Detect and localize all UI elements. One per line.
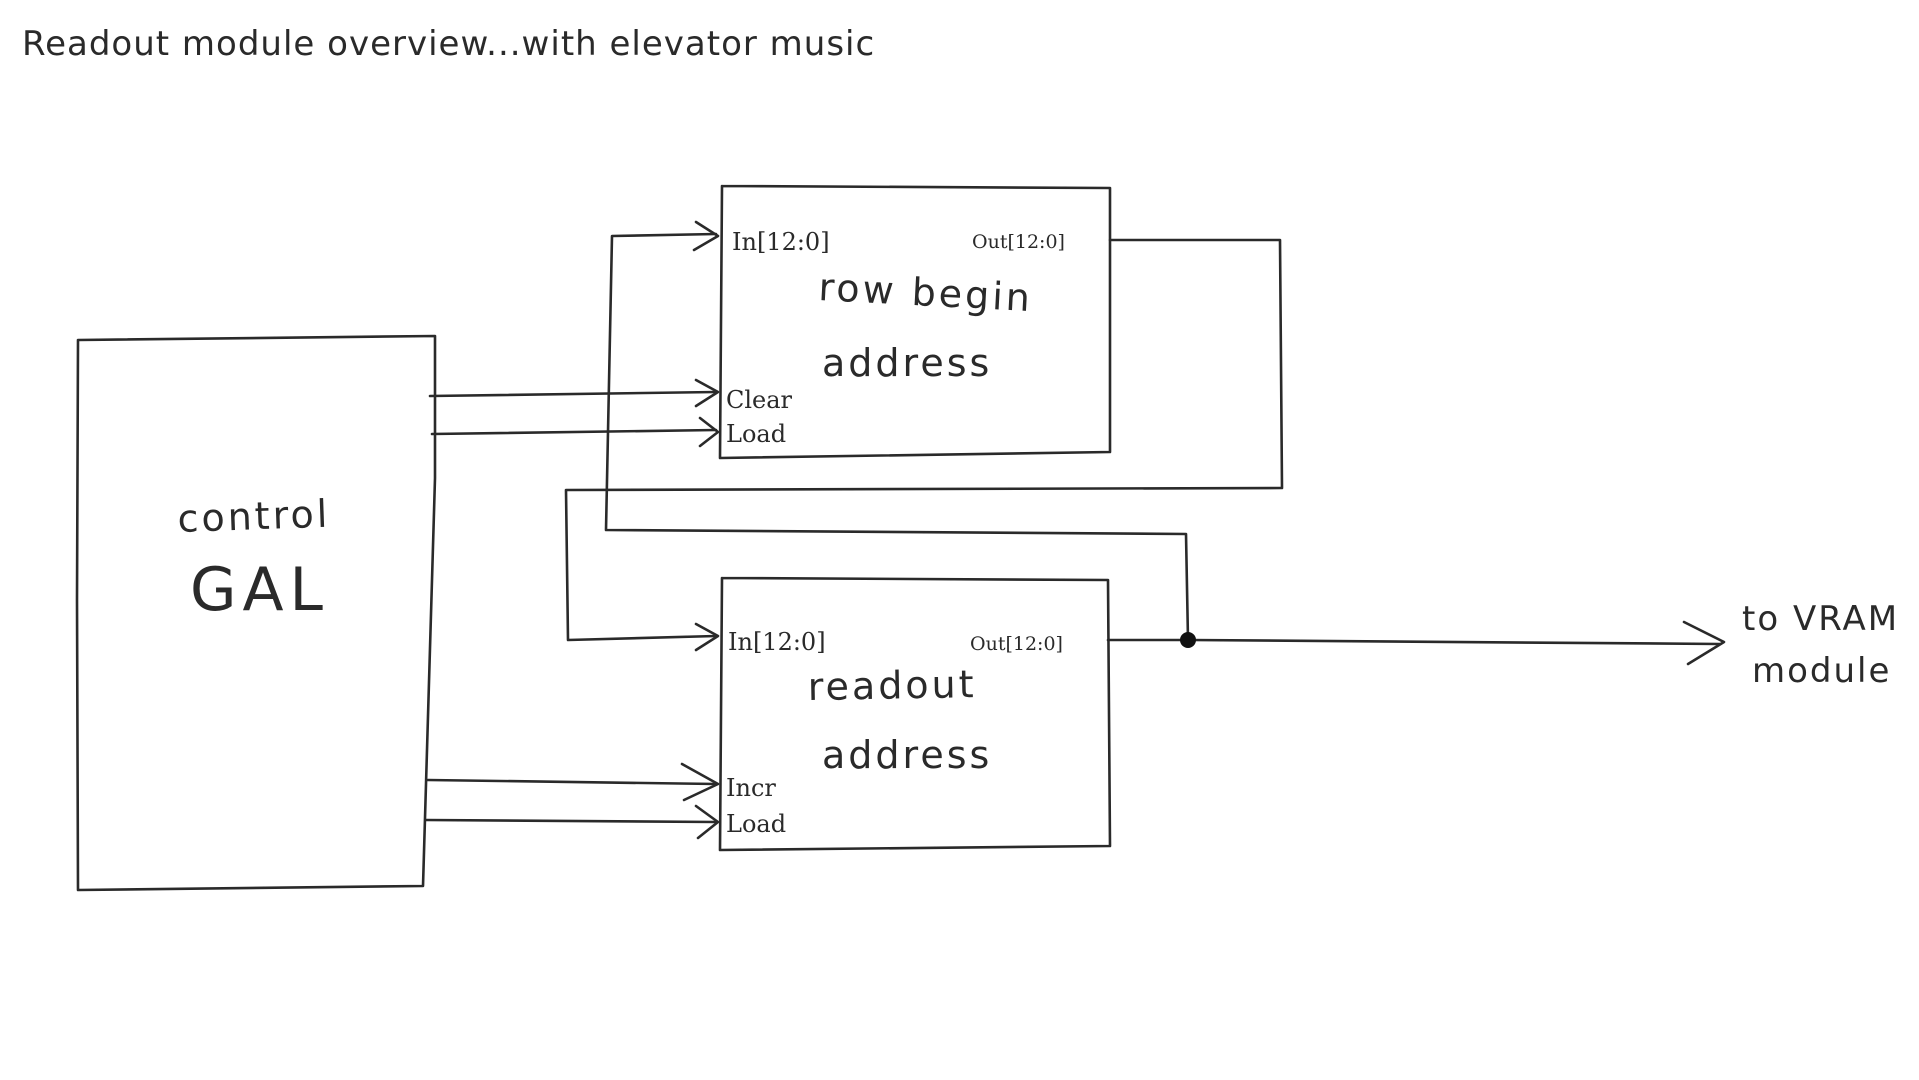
control-gal-box <box>75 334 437 892</box>
row-begin-title-line1: row begin <box>818 265 1034 320</box>
vram-destination-line2: module <box>1752 651 1891 691</box>
readout-address-box <box>718 576 1112 852</box>
readout-out-to-vram-wire <box>1106 638 1722 646</box>
row-begin-clear-port-label: Clear <box>726 386 793 414</box>
readout-title-line2: address <box>822 733 992 777</box>
vram-arrow-head <box>1682 620 1726 666</box>
vram-destination-label: to VRAM module <box>1742 599 1899 691</box>
row-begin-in-arrow-head <box>692 220 720 252</box>
readout-address-block: In[12:0] Out[12:0] readout address Incr … <box>718 576 1112 852</box>
clear-signal-wire <box>428 390 718 398</box>
row-begin-address-block: In[12:0] Out[12:0] row begin address Cle… <box>718 184 1112 460</box>
row-begin-load-signal-wire <box>430 428 718 436</box>
control-gal-name: GAL <box>190 555 329 625</box>
row-begin-in-port-label: In[12:0] <box>732 228 830 256</box>
junction-dot <box>1180 632 1196 648</box>
readout-out-port-label: Out[12:0] <box>970 633 1063 655</box>
row-begin-load-arrow-head <box>698 416 720 448</box>
readout-out-to-row-begin-in-wire <box>604 232 1190 642</box>
readout-incr-port-label: Incr <box>726 774 776 802</box>
diagram-title: Readout module overview...with elevator … <box>22 24 875 64</box>
readout-title-line1: readout <box>807 662 977 709</box>
readout-load-signal-wire <box>424 818 718 824</box>
readout-load-port-label: Load <box>726 810 786 838</box>
control-gal-label: control <box>177 492 331 541</box>
row-begin-out-port-label: Out[12:0] <box>972 231 1065 253</box>
row-begin-load-port-label: Load <box>726 420 786 448</box>
incr-signal-wire <box>426 778 718 786</box>
incr-arrow-head <box>680 762 720 802</box>
clear-arrow-head <box>694 378 720 408</box>
row-begin-address-box <box>718 184 1112 460</box>
vram-destination-line1: to VRAM <box>1742 599 1899 639</box>
row-begin-title-line2: address <box>822 341 992 385</box>
row-begin-out-to-readout-in-wire <box>564 238 1284 642</box>
readout-in-port-label: In[12:0] <box>728 628 826 656</box>
readout-load-arrow-head <box>694 804 720 840</box>
readout-in-arrow-head <box>694 622 720 652</box>
control-gal-block: control GAL <box>75 334 437 892</box>
